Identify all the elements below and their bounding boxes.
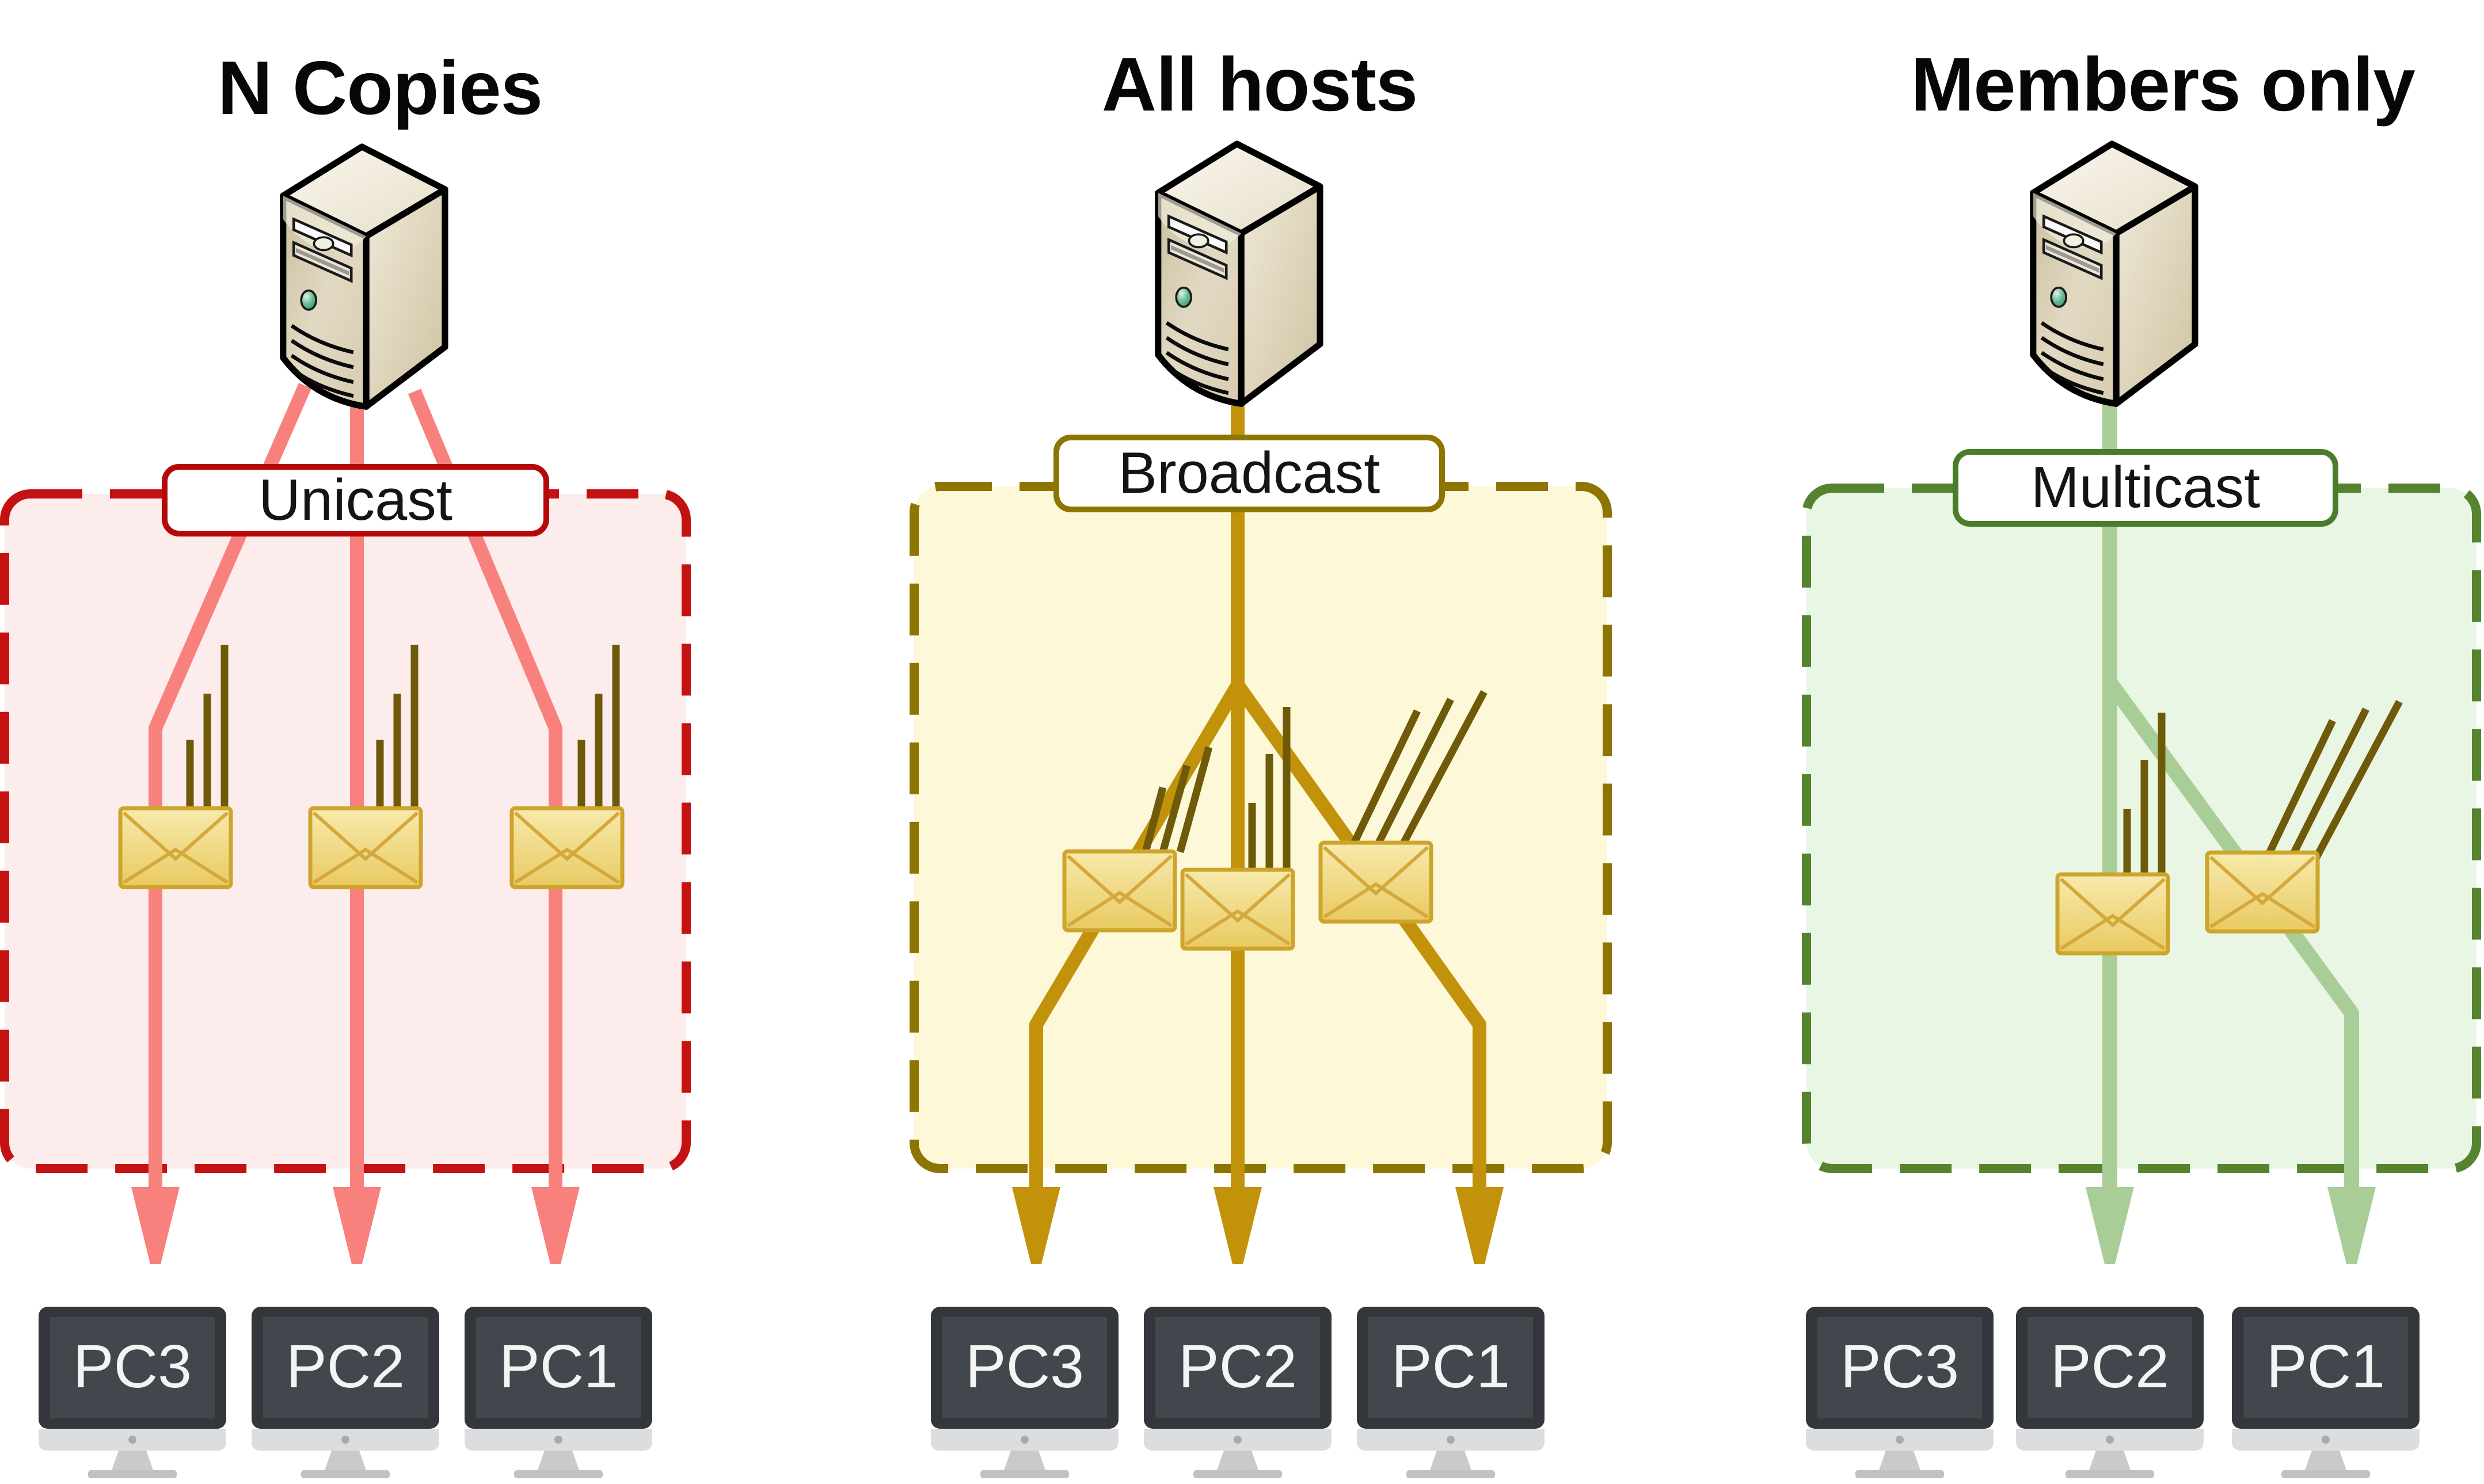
broadcast-arrows xyxy=(1012,1187,1504,1264)
down-arrow-icon xyxy=(131,1187,180,1264)
mail-envelope-icon xyxy=(2057,874,2168,953)
mail-envelope-icon xyxy=(2207,853,2318,931)
pc-label: PC2 xyxy=(1178,1333,1298,1401)
pc-label: PC3 xyxy=(1840,1333,1960,1401)
pc-label: PC1 xyxy=(2266,1333,2386,1401)
unicast-arrows xyxy=(131,1187,580,1264)
broadcast-speed-lines xyxy=(1142,690,1488,870)
down-arrow-icon xyxy=(2086,1187,2134,1264)
tower-server-icon xyxy=(2033,144,2195,404)
pc-label: PC2 xyxy=(2050,1333,2170,1401)
multicast-arrows xyxy=(2086,1187,2376,1264)
column-title-broadcast: All hosts xyxy=(1101,42,1418,127)
pc-label: PC1 xyxy=(1391,1333,1511,1401)
column-title-unicast: N Copies xyxy=(217,45,543,130)
method-label-unicast: Unicast xyxy=(162,464,549,536)
method-label-broadcast: Broadcast xyxy=(1053,435,1445,512)
pc-label: PC3 xyxy=(965,1333,1085,1401)
multicast-lines xyxy=(2102,397,2359,1200)
multicast-column xyxy=(1802,144,2481,1478)
broadcast-lines xyxy=(1029,397,1486,1200)
motion-lines-icon xyxy=(1142,786,1167,853)
down-arrow-icon xyxy=(531,1187,580,1264)
column-title-multicast: Members only xyxy=(1911,42,2415,127)
mail-envelope-icon xyxy=(1321,843,1431,922)
down-arrow-icon xyxy=(1012,1187,1060,1264)
down-arrow-icon xyxy=(1455,1187,1504,1264)
down-arrow-icon xyxy=(333,1187,381,1264)
pc-label: PC2 xyxy=(286,1333,405,1401)
mail-envelope-icon xyxy=(310,808,421,887)
method-label-multicast: Multicast xyxy=(1953,449,2338,527)
mail-envelope-icon xyxy=(1064,851,1175,930)
pc-label: PC3 xyxy=(73,1333,192,1401)
unicast-speed-lines xyxy=(186,645,620,811)
broadcast-line-right xyxy=(1232,681,1486,1200)
broadcast-line-left xyxy=(1029,681,1244,1200)
broadcast-dashed-region xyxy=(910,482,1612,1173)
multicast-speed-lines xyxy=(2123,699,2403,876)
mail-envelope-icon xyxy=(1182,870,1293,949)
down-arrow-icon xyxy=(2327,1187,2376,1264)
pc-label: PC1 xyxy=(499,1333,618,1401)
mail-envelope-icon xyxy=(512,808,622,887)
multicast-line-right xyxy=(2103,678,2359,1200)
unicast-column xyxy=(0,147,691,1478)
tower-server-icon xyxy=(283,147,445,406)
down-arrow-icon xyxy=(1214,1187,1262,1264)
tower-server-icon xyxy=(1158,144,1320,404)
broadcast-column xyxy=(910,144,1612,1478)
mail-envelope-icon xyxy=(120,808,231,887)
